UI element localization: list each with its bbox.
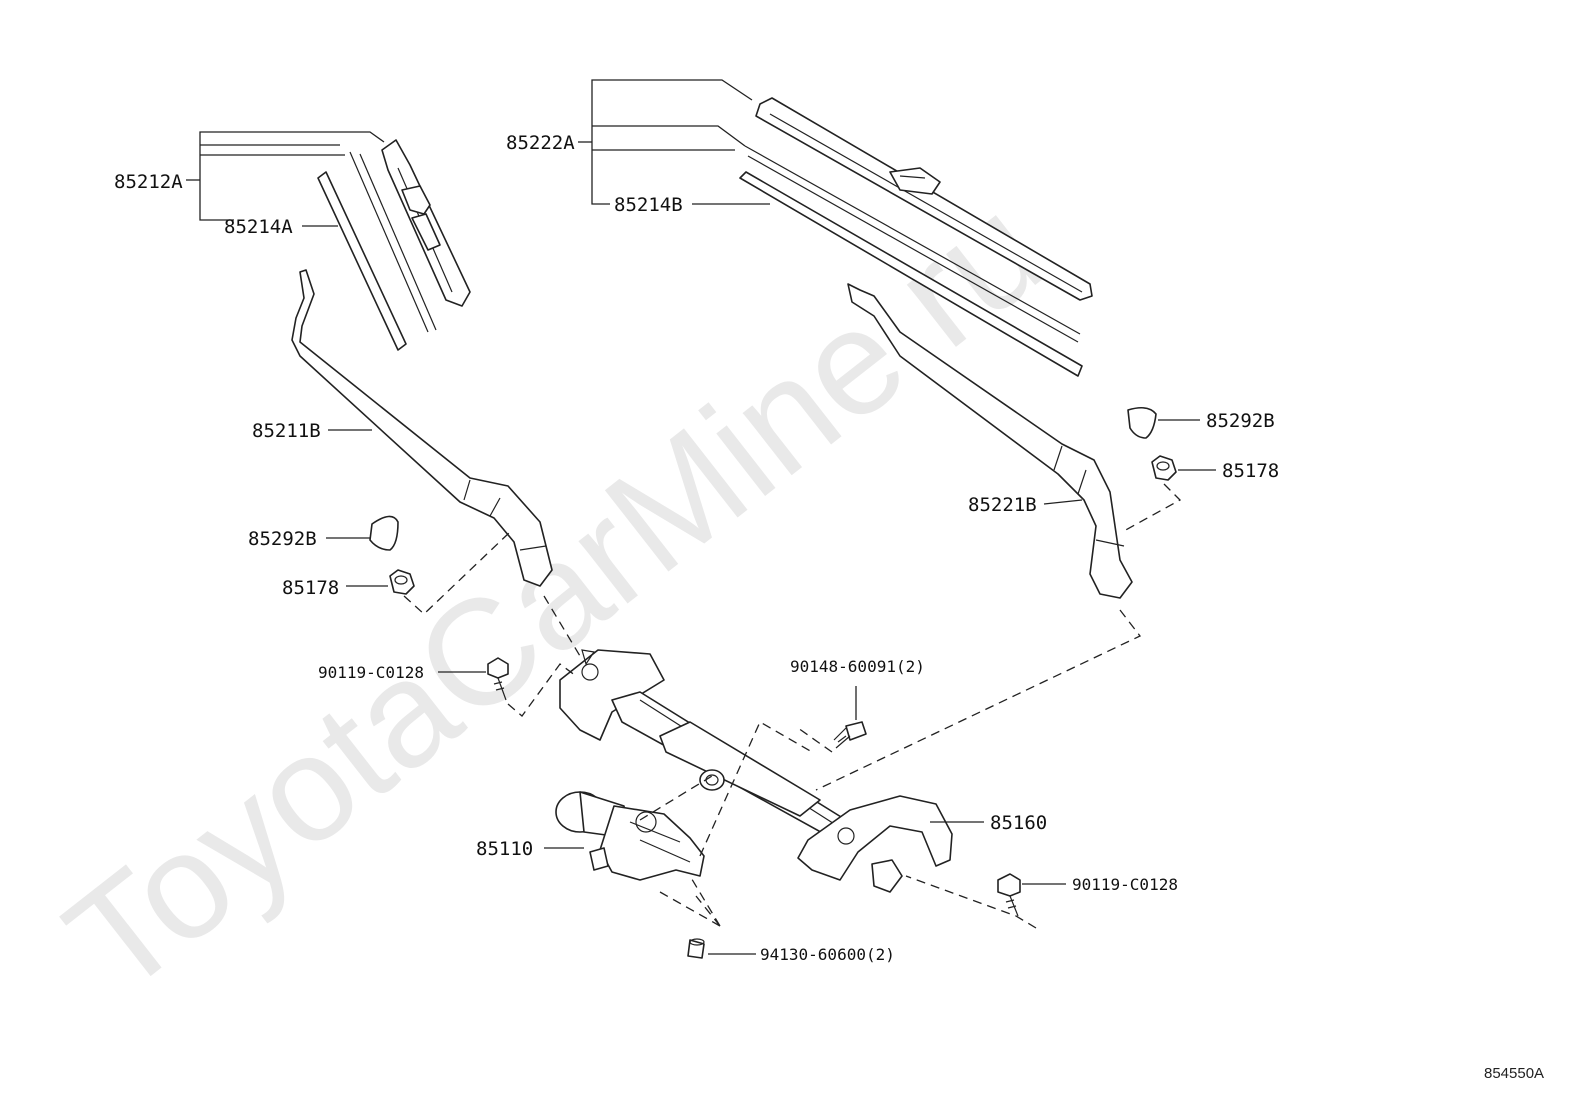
label-85292B-right[interactable]: 85292B (1206, 410, 1275, 432)
label-90119-C0128-right[interactable]: 90119-C0128 (1072, 875, 1178, 894)
label-85221B[interactable]: 85221B (968, 494, 1037, 516)
right-wiper-arm[interactable] (847, 283, 1133, 599)
left-wiper-blade[interactable] (349, 139, 471, 333)
bracket-85212A (199, 131, 385, 221)
label-85212A[interactable]: 85212A (114, 171, 183, 193)
diagram-reference-code: 854550A (1484, 1065, 1544, 1082)
label-85214A[interactable]: 85214A (224, 216, 293, 238)
left-linkage-bolt[interactable] (487, 657, 509, 701)
right-wiper-blade[interactable] (744, 97, 1093, 343)
label-85160[interactable]: 85160 (990, 812, 1047, 834)
label-85211B[interactable]: 85211B (252, 420, 321, 442)
label-90148-60091[interactable]: 90148-60091(2) (790, 657, 925, 676)
left-wiper-arm[interactable] (291, 269, 553, 587)
wiper-linkage[interactable] (559, 649, 953, 893)
label-85222A[interactable]: 85222A (506, 132, 575, 154)
left-blade-rubber[interactable] (317, 171, 407, 351)
right-arm-nut[interactable] (1151, 455, 1177, 481)
wiper-motor[interactable] (555, 791, 705, 881)
right-pivot-cap[interactable] (1127, 406, 1157, 439)
left-arm-nut[interactable] (389, 569, 415, 595)
label-85110[interactable]: 85110 (476, 838, 533, 860)
left-pivot-cap[interactable] (369, 515, 399, 551)
right-blade-rubber[interactable] (739, 171, 1083, 377)
label-85178-left[interactable]: 85178 (282, 577, 339, 599)
label-85292B-left[interactable]: 85292B (248, 528, 317, 550)
label-90119-C0128-left[interactable]: 90119-C0128 (318, 663, 424, 682)
label-94130-60600[interactable]: 94130-60600(2) (760, 945, 895, 964)
watermark: ToyotaCarMine.ru (36, 164, 1072, 1025)
right-linkage-bolt[interactable] (997, 873, 1021, 917)
label-85214B[interactable]: 85214B (614, 194, 683, 216)
linkage-bolt-90148[interactable] (833, 721, 867, 749)
leader-85221B (1043, 499, 1083, 505)
motor-grommet[interactable] (687, 938, 705, 959)
label-85178-right[interactable]: 85178 (1222, 460, 1279, 482)
bracket-85222A (591, 79, 753, 205)
